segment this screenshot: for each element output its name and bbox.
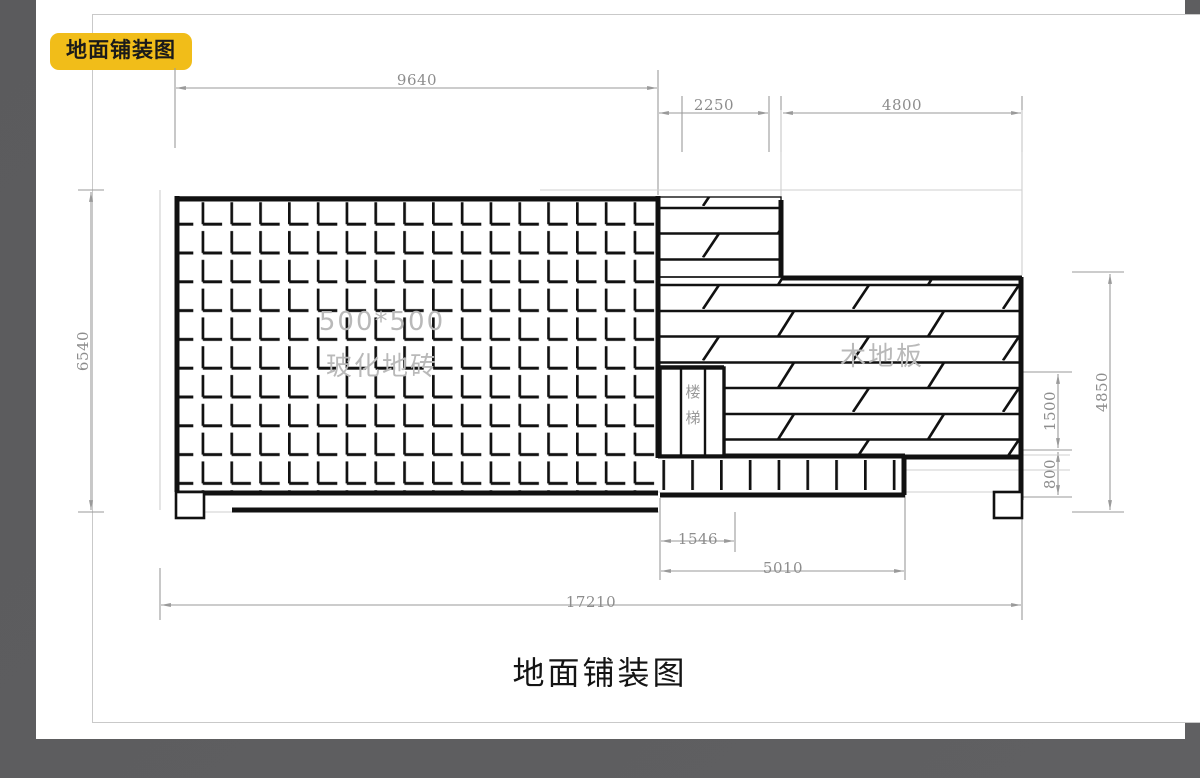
- dim-right-800: 800: [1041, 459, 1059, 489]
- column-bottom-right: [992, 490, 1024, 520]
- dimension-labels: 9640 2250 4800 6540 4850 1500 800 1546 5…: [74, 71, 1111, 611]
- tile-size-label: 500*500: [319, 307, 445, 337]
- dim-bottom-1546: 1546: [678, 530, 718, 548]
- wood-material-label: 木地板: [840, 342, 924, 372]
- dim-bottom-17210: 17210: [566, 593, 616, 611]
- column-bottom-left: [174, 490, 206, 520]
- walls: [174, 196, 1024, 513]
- title-badge: 地面铺装图: [50, 33, 192, 70]
- staircase: [658, 365, 726, 458]
- drawing-caption: 地面铺装图: [512, 654, 688, 692]
- dim-top-9640: 9640: [397, 71, 437, 89]
- columns: [174, 490, 1024, 520]
- dim-right-4850: 4850: [1093, 372, 1111, 412]
- stair-label-char1: 楼: [685, 383, 700, 401]
- thin-outlines: [176, 196, 1022, 278]
- dim-right-1500: 1500: [1041, 391, 1059, 431]
- terrace-tile-strip: [660, 458, 905, 494]
- tile-floor-area: [176, 197, 658, 493]
- dim-bottom-5010: 5010: [763, 559, 803, 577]
- dim-top-2250: 2250: [694, 96, 734, 114]
- wood-floor-upper: [658, 197, 781, 277]
- stair-label-char2: 梯: [685, 409, 700, 427]
- tile-material-label: 玻化地砖: [326, 352, 438, 382]
- dim-top-4800: 4800: [882, 96, 922, 114]
- dim-left-6540: 6540: [74, 331, 92, 371]
